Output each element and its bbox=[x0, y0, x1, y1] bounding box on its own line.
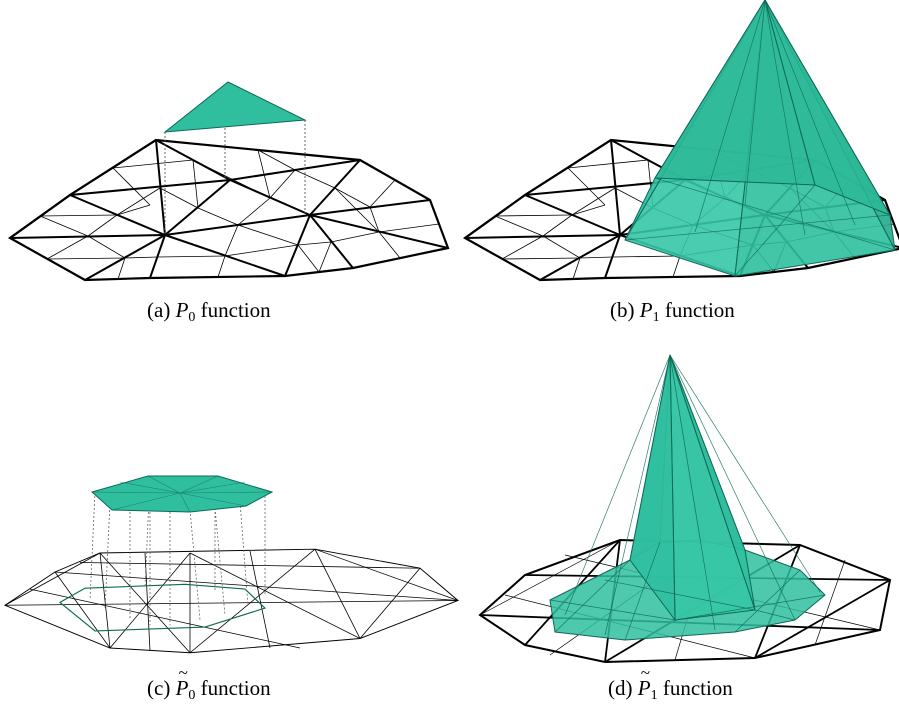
panel-a-mesh bbox=[8, 138, 450, 282]
panel-d-spike-function bbox=[549, 354, 826, 641]
panel-a-p0 bbox=[8, 81, 450, 282]
panel-a-constant-triangle bbox=[163, 81, 307, 133]
panel-b-p1 bbox=[463, 0, 899, 282]
panel-c-dual-cell-outline bbox=[58, 583, 267, 632]
caption-b: (b) P1 function bbox=[610, 298, 735, 325]
caption-c: (c) P0 function bbox=[147, 663, 271, 703]
caption-a: (a) P0 function bbox=[147, 298, 271, 325]
caption-d: (d) P1 function bbox=[608, 663, 733, 703]
panel-c-constant-hexagon bbox=[90, 475, 274, 513]
panel-a-projection-lines bbox=[164, 120, 306, 235]
caption-b-symbol: P bbox=[639, 298, 653, 322]
caption-d-symbol: P bbox=[638, 663, 651, 701]
caption-a-symbol: P bbox=[175, 298, 189, 322]
panel-d-mesh-outline bbox=[478, 538, 892, 664]
panel-b-hat-pyramid bbox=[624, 0, 896, 277]
panel-c-projection-lines bbox=[89, 475, 266, 625]
panel-c-p0-tilde bbox=[3, 475, 459, 654]
panel-d-p1-tilde bbox=[478, 354, 892, 664]
caption-c-symbol: P bbox=[176, 663, 189, 701]
